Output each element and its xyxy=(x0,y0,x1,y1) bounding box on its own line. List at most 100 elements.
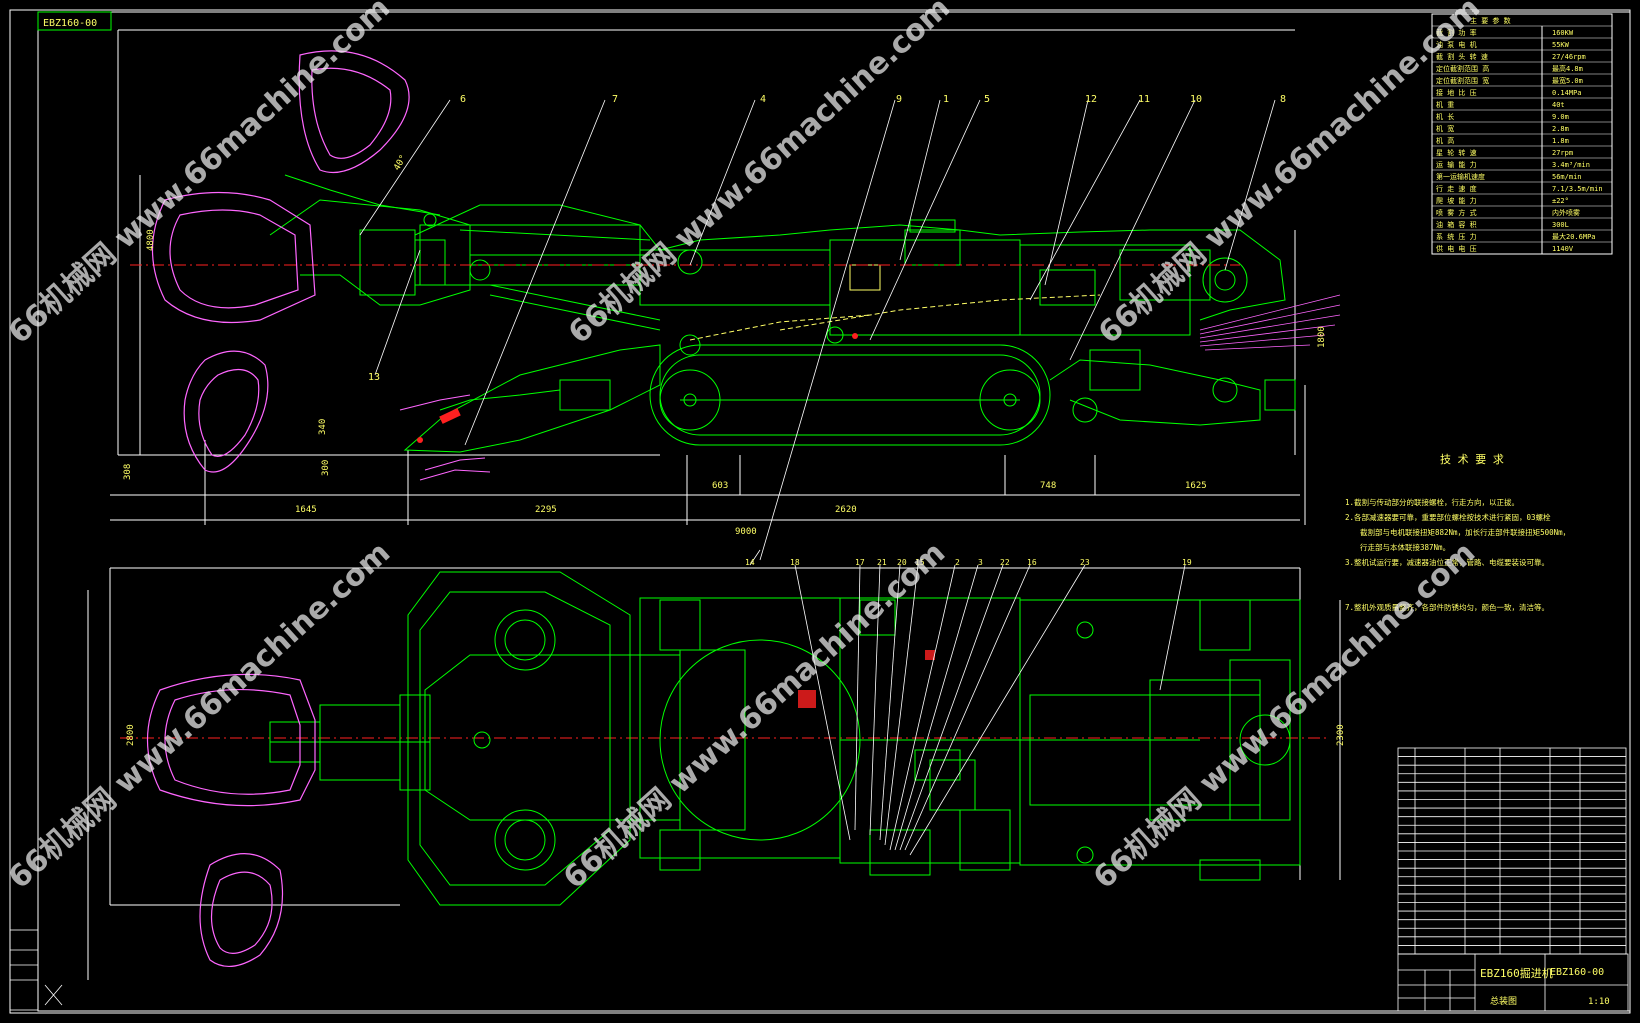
title-block-sheet: 总装图 xyxy=(1490,995,1517,1007)
rear-conveyor-fans xyxy=(1199,294,1341,351)
spec-value: 160KW xyxy=(1552,29,1574,37)
watermark: 66机械网 www.66machine.com xyxy=(1092,0,1487,351)
dim-angle: 40° xyxy=(392,153,409,172)
watermark: 66机械网 www.66machine.com xyxy=(562,0,957,351)
callout-3: 3 xyxy=(978,558,983,567)
tech-item-2: 2.各部减速器要可靠，重要部位螺栓按技术进行紧固，03螺栓 xyxy=(1345,512,1551,522)
spec-value: 27rpm xyxy=(1552,149,1573,157)
tech-item-4: 行走部与本体联接387Nm。 xyxy=(1360,542,1450,552)
title-block-name: EBZ160掘进机 xyxy=(1480,966,1553,980)
cutter-profiles-plan xyxy=(147,673,316,967)
spec-label: 爬 坡 能 力 xyxy=(1436,196,1477,205)
callout-14: 14 xyxy=(745,558,755,567)
spec-value: 最高4.8m xyxy=(1552,64,1583,73)
spec-label: 机 宽 xyxy=(1436,124,1454,133)
callout-21: 21 xyxy=(877,558,887,567)
inner-frame xyxy=(37,11,1631,1012)
side-leaders xyxy=(359,99,1276,561)
spec-value: 55KW xyxy=(1552,41,1570,49)
spec-label: 机 长 xyxy=(1436,112,1454,121)
tech-item-3: 截割部与电机联接扭矩882Nm，加长行走部件联接扭矩500Nm， xyxy=(1360,527,1570,537)
plan-view xyxy=(87,567,1341,980)
watermark: 66机械网 www.66machine.com xyxy=(1087,535,1482,896)
spec-value: 0.14MPa xyxy=(1552,89,1582,97)
tech-item-1: 1.截割与传动部分的联接螺栓，行走方向，以正拔。 xyxy=(1345,497,1519,507)
spec-value: 1.8m xyxy=(1552,137,1569,145)
callout-5: 5 xyxy=(984,94,990,105)
spec-label: 截 割 头 转 速 xyxy=(1436,52,1488,61)
dim-4800: 4800 xyxy=(146,229,156,251)
spec-label: 油 箱 容 积 xyxy=(1436,220,1477,229)
tech-item-6: 7.整机外观质量整齐，各部件防锈均匀，颜色一致，清洁等。 xyxy=(1345,602,1549,612)
spec-label: 机 重 xyxy=(1436,100,1454,109)
spec-label: 定位截割范围 高 xyxy=(1436,64,1489,73)
tech-item-5: 3.整机试运行要，减速器油位正常，管路、电缆要装设可靠。 xyxy=(1345,557,1549,567)
spec-label: 喷 雾 方 式 xyxy=(1436,208,1477,217)
spec-value: 7.1/3.5m/min xyxy=(1552,185,1603,193)
red-markers-side xyxy=(417,333,858,443)
spec-value: 最宽5.0m xyxy=(1552,76,1583,85)
callout-23: 23 xyxy=(1080,558,1090,567)
cutter-profiles-side xyxy=(152,50,410,473)
spec-label: 接 地 比 压 xyxy=(1436,88,1477,97)
parts-list xyxy=(1397,747,1627,955)
spec-label: 系 统 压 力 xyxy=(1436,232,1477,241)
spec-value: 内外喷雾 xyxy=(1552,208,1580,217)
callout-17: 17 xyxy=(855,558,865,567)
spec-value: 9.0m xyxy=(1552,113,1569,121)
dim-2300: 2300 xyxy=(1336,724,1346,746)
dim-340: 340 xyxy=(318,419,328,435)
dim-748: 748 xyxy=(1040,481,1056,491)
outer-frame xyxy=(9,9,1631,1014)
watermark: 66机械网 www.66machine.com xyxy=(2,535,397,896)
spec-label: 定位截割范围 宽 xyxy=(1436,76,1489,85)
spec-value: 3.4m³/min xyxy=(1552,161,1590,169)
callout-9: 9 xyxy=(896,94,902,105)
spec-label: 油 泵 电 机 xyxy=(1436,40,1477,49)
callout-7: 7 xyxy=(612,94,618,105)
title-tag-box xyxy=(37,11,112,31)
side-callout-labels: 6 7 4 9 1 5 12 11 10 8 13 xyxy=(368,94,1286,383)
spec-label: 星 轮 转 速 xyxy=(1436,148,1477,157)
callout-4: 4 xyxy=(760,94,766,105)
dim-2800: 2800 xyxy=(126,724,136,746)
callout-16: 16 xyxy=(1027,558,1037,567)
side-view xyxy=(110,29,1306,525)
dim-300: 300 xyxy=(321,460,331,476)
callout-10: 10 xyxy=(1190,94,1202,105)
callout-19: 19 xyxy=(1182,558,1192,567)
spec-value: 300L xyxy=(1552,221,1569,229)
left-margin-strip xyxy=(9,929,63,1011)
title-block-drawing-no: EBZ160-00 xyxy=(1550,967,1604,978)
callout-1: 1 xyxy=(943,94,949,105)
spec-label: 第一运输机速度 xyxy=(1436,172,1485,181)
spec-label: 主 要 参 数 xyxy=(1470,16,1511,25)
spec-value: 40t xyxy=(1552,101,1565,109)
callout-22: 22 xyxy=(1000,558,1010,567)
callout-12: 12 xyxy=(1085,94,1097,105)
callout-18: 18 xyxy=(790,558,800,567)
dim-1645: 1645 xyxy=(295,505,317,515)
spec-value: 56m/min xyxy=(1552,173,1582,181)
callout-11: 11 xyxy=(1138,94,1150,105)
tech-heading: 技 术 要 求 xyxy=(1440,453,1504,466)
dim-9000: 9000 xyxy=(735,527,757,537)
plan-callout-labels: 14 18 17 21 20 15 2 3 22 16 23 19 2800 2… xyxy=(126,558,1346,746)
title-block-text: EBZ160-00 EBZ160掘进机 总装图 1:10 xyxy=(1480,966,1610,1007)
watermark: 66机械网 www.66machine.com xyxy=(557,535,952,896)
dim-1625: 1625 xyxy=(1185,481,1207,491)
callout-20: 20 xyxy=(897,558,907,567)
spec-label: 行 走 速 度 xyxy=(1436,184,1477,193)
spec-label: 机 高 xyxy=(1436,136,1454,145)
dim-1800: 1800 xyxy=(1317,326,1327,348)
callout-6: 6 xyxy=(460,94,466,105)
spec-label: 运 输 能 力 xyxy=(1436,160,1477,169)
dim-603: 603 xyxy=(712,481,728,491)
spec-value: 1140V xyxy=(1552,245,1574,253)
plan-leaders xyxy=(749,549,1186,856)
red-markers-plan xyxy=(798,650,935,708)
spec-label: 供 电 电 压 xyxy=(1436,244,1477,253)
